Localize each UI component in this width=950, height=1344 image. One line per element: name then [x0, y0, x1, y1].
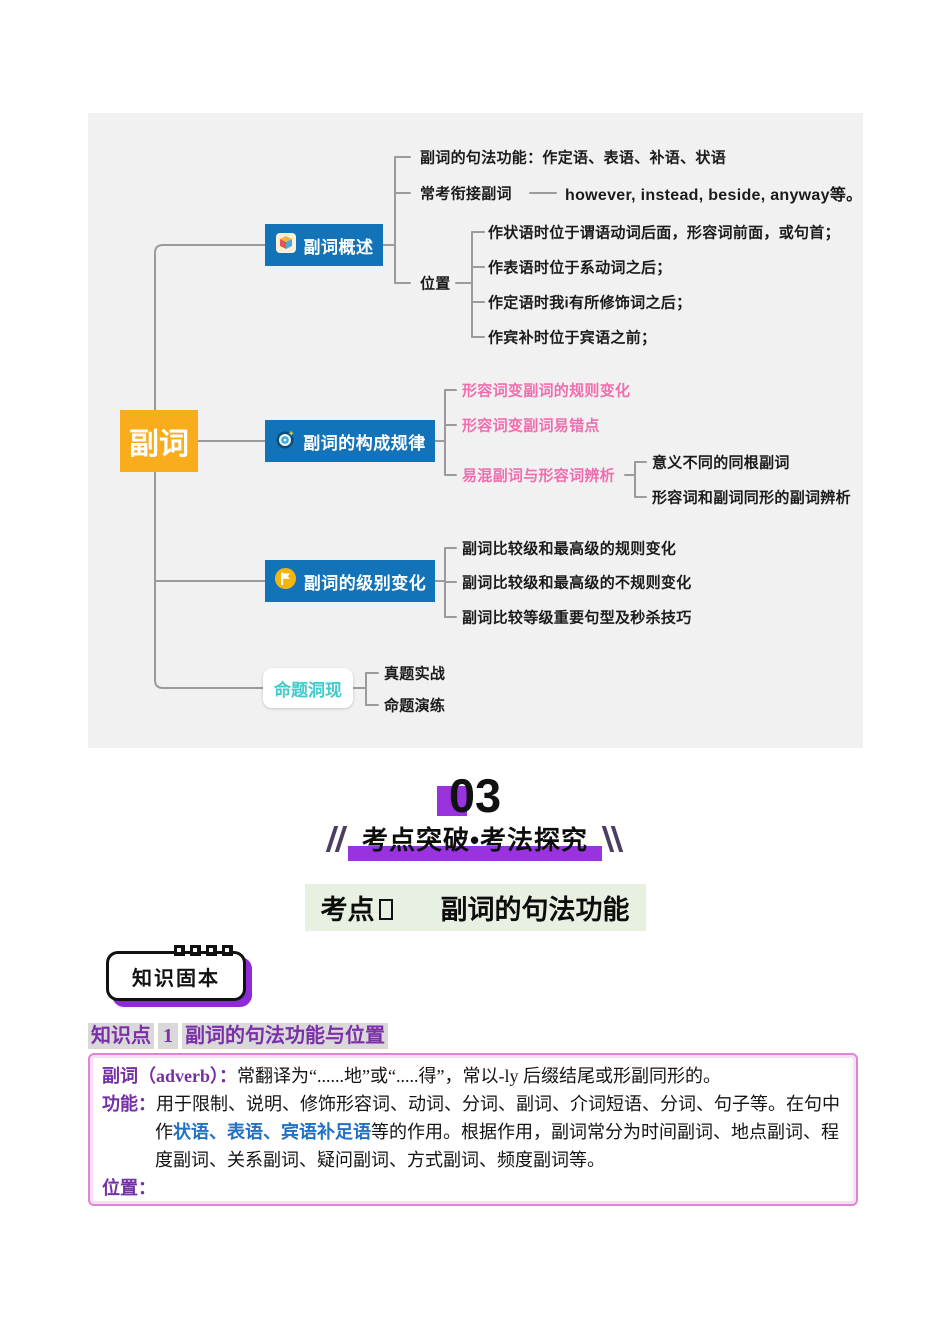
term-text: 常翻译为“......地”或“.....得”，常以-ly 后缀结尾或形副同形的。 — [237, 1066, 721, 1086]
mindmap-node-degree[interactable]: 副词的级别变化 — [265, 560, 435, 602]
double-slash-icon — [325, 825, 348, 853]
function-label: 功能： — [102, 1094, 156, 1114]
node-label: 副词的构成规律 — [303, 433, 426, 453]
function-paragraph: 功能：用于限制、说明、修饰形容词、动词、分词、副词、介词短语、分词、句子等。在句… — [102, 1090, 844, 1174]
flag-icon — [274, 567, 297, 595]
knowledge-badge: 知识固本 — [106, 945, 246, 1001]
mindmap-panel: 副词 副词概述 副词的句法功能：作定语、表语、补语、状语 常考衔接副词 howe… — [88, 113, 863, 748]
mindmap-root-node[interactable]: 副词 — [120, 410, 198, 472]
missing-glyph-box — [378, 899, 393, 920]
mindmap-item-analysis-0: 意义不同的同根副词 — [652, 454, 790, 472]
position-line: 位置： — [102, 1174, 844, 1202]
section-title: 考点突破•考法探究 — [361, 825, 589, 855]
knowledge-point-label: 知识点 — [88, 1023, 154, 1049]
definition-box: 副词（adverb）：常翻译为“......地”或“.....得”，常以-ly … — [88, 1053, 858, 1206]
title-underline-bar — [347, 846, 603, 861]
term-line: 副词（adverb）：常翻译为“......地”或“.....得”，常以-ly … — [102, 1062, 844, 1090]
badge-perforation — [206, 945, 217, 956]
kaodian-heading: 考点 副词的句法功能 — [304, 884, 646, 931]
mindmap-item-degree-1: 副词比较级和最高级的不规则变化 — [462, 574, 692, 592]
kaodian-label: 考点 — [320, 895, 375, 925]
function-text-1: 用于限制、说明、修饰形容词、动词、分词、副词、介词短语、分词、句子等。在句中作 — [155, 1094, 840, 1142]
mindmap-node-exam[interactable]: 命题洞现 — [263, 668, 353, 708]
mindmap-item-exam-1: 命题演练 — [384, 697, 446, 715]
section-title-row: 考点突破•考法探究 — [0, 820, 950, 861]
node-label: 副词的级别变化 — [303, 573, 427, 593]
badge-label: 知识固本 — [132, 967, 220, 990]
mindmap-item-formation-0: 形容词变副词的规则变化 — [462, 382, 631, 400]
target-icon — [274, 428, 296, 455]
mindmap-item-position-3: 作宾补时位于宾语之前； — [488, 329, 657, 347]
node-label: 副词概述 — [303, 237, 374, 257]
badge-perforation — [190, 945, 201, 956]
badge-perforation — [222, 945, 233, 956]
mindmap-item-analysis-1: 形容词和副词同形的副词辨析 — [652, 489, 851, 507]
section-number: 03 — [448, 769, 502, 822]
position-label: 位置： — [102, 1178, 156, 1198]
mindmap-item-position-1: 作表语时位于系动词之后； — [488, 259, 672, 277]
mindmap-item-analysis-label: 易混副词与形容词辨析 — [462, 467, 616, 485]
mindmap-item-exam-0: 真题实战 — [384, 665, 446, 683]
knowledge-point-number: 1 — [158, 1023, 178, 1049]
mindmap-item-conjunct-label: 常考衔接副词 — [420, 185, 512, 203]
mindmap-node-overview[interactable]: 副词概述 — [265, 224, 383, 266]
mindmap-item-degree-0: 副词比较级和最高级的规则变化 — [462, 540, 677, 558]
knowledge-point-title: 副词的句法功能与位置 — [182, 1023, 388, 1049]
mindmap-item-degree-2: 副词比较等级重要句型及秒杀技巧 — [462, 609, 692, 627]
root-label: 副词 — [129, 428, 189, 461]
purple-square-decoration — [436, 786, 467, 816]
double-slash-icon — [601, 825, 624, 853]
cube-icon — [275, 232, 297, 259]
mindmap-item-formation-1: 形容词变副词易错点 — [462, 417, 600, 435]
mindmap-item-syntax: 副词的句法功能：作定语、表语、补语、状语 — [420, 149, 727, 167]
function-keywords: 状语、表语、宾语补足语 — [173, 1122, 371, 1142]
kaodian-heading-row: 考点 副词的句法功能 — [0, 884, 950, 931]
mindmap-item-conjunct-value: however, instead, beside, anyway等。 — [565, 187, 863, 204]
mindmap-item-position-0: 作状语时位于谓语动词后面，形容词前面，或句首； — [488, 224, 840, 242]
mindmap-connector-lines — [154, 156, 647, 706]
node-label: 命题洞现 — [274, 680, 342, 700]
mindmap-node-formation[interactable]: 副词的构成规律 — [265, 420, 435, 462]
term-label: 副词（adverb）： — [102, 1066, 237, 1086]
badge-perforation — [174, 945, 185, 956]
function-text-2: 等的作用。根据作用，副词常分为时间副词、地点副词、程度副词、关系副词、疑问副词、… — [155, 1122, 839, 1170]
kaodian-title: 副词的句法功能 — [440, 895, 630, 925]
section-number-row: 03 — [0, 772, 950, 819]
mindmap-item-position-2: 作定语时我i有所修饰词之后； — [488, 294, 692, 312]
mindmap-item-position-label: 位置 — [420, 275, 451, 293]
